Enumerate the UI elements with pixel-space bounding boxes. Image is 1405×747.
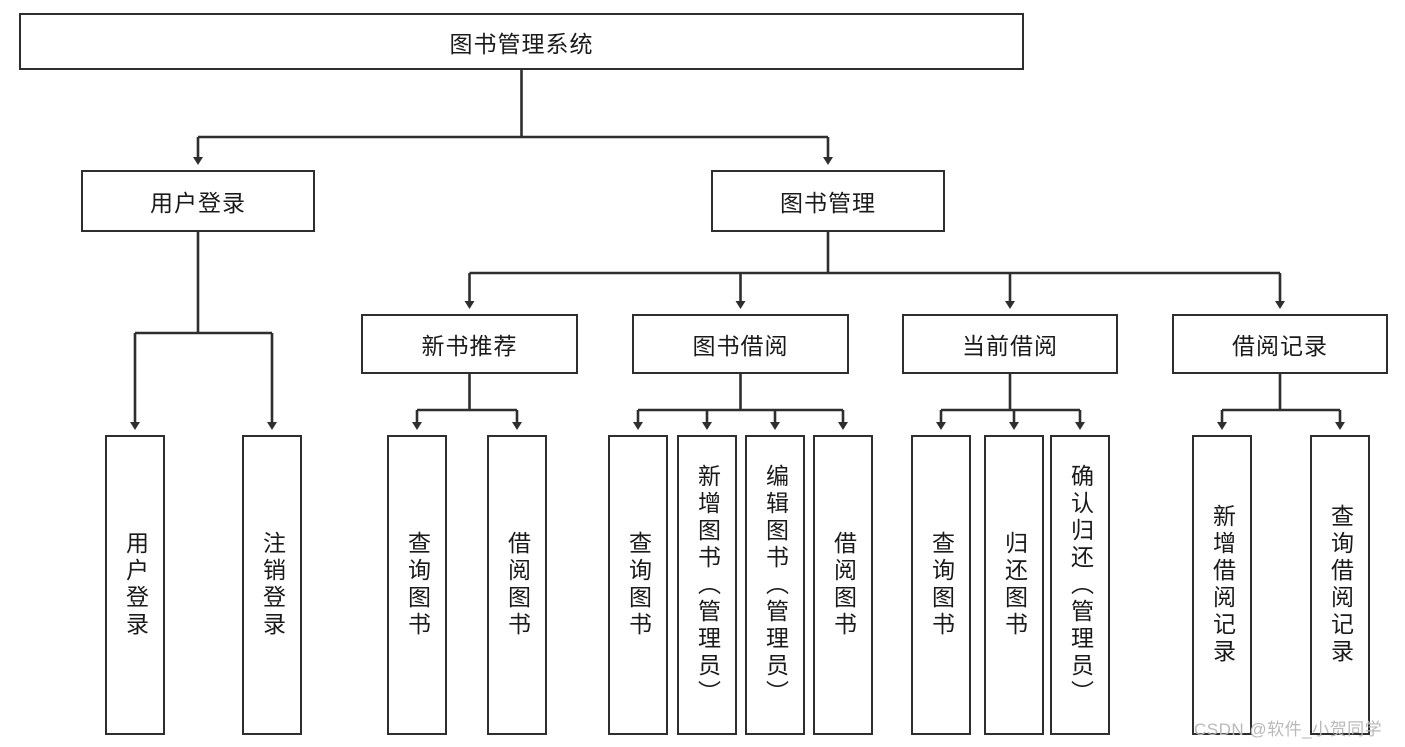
leaf-borrow-book-rec[interactable]: 借阅图书 — [487, 435, 547, 735]
leaf-borrow-book[interactable]: 借阅图书 — [813, 435, 873, 735]
node-borrow-record-label: 借阅记录 — [1232, 333, 1328, 359]
leaf-query-book-rec[interactable]: 查询图书 — [387, 435, 447, 735]
leaf-return-book-label: 归还图书 — [1001, 531, 1028, 639]
node-book-borrow-label: 图书借阅 — [692, 333, 789, 359]
leaf-confirm-return-label: 确认归还（管理员） — [1067, 463, 1094, 707]
leaf-query-record[interactable]: 查询借阅记录 — [1310, 435, 1370, 735]
leaf-query-book-borrow-label: 查询图书 — [625, 531, 652, 639]
leaf-logout-label: 注销登录 — [259, 531, 286, 639]
node-current-borrow-label: 当前借阅 — [962, 333, 1058, 359]
node-root-label: 图书管理系统 — [449, 30, 594, 57]
leaf-user-login-label: 用户登录 — [122, 531, 149, 639]
leaf-user-login[interactable]: 用户登录 — [105, 435, 165, 735]
leaf-borrow-book-rec-label: 借阅图书 — [504, 531, 531, 639]
node-user-login-label: 用户登录 — [150, 190, 246, 216]
node-borrow-record[interactable]: 借阅记录 — [1172, 314, 1388, 374]
node-current-borrow[interactable]: 当前借阅 — [902, 314, 1118, 374]
node-book-manage-label: 图书管理 — [780, 190, 876, 216]
leaf-add-record-label: 新增借阅记录 — [1209, 504, 1236, 666]
node-root[interactable]: 图书管理系统 — [19, 13, 1024, 70]
leaf-add-book-label: 新增图书（管理员） — [694, 463, 721, 707]
node-book-manage[interactable]: 图书管理 — [711, 170, 945, 232]
leaf-borrow-book-label: 借阅图书 — [830, 531, 857, 639]
node-new-book-rec[interactable]: 新书推荐 — [361, 314, 578, 374]
csdn-watermark: CSDN @软件_小贺同学 — [1194, 720, 1383, 739]
leaf-confirm-return[interactable]: 确认归还（管理员） — [1050, 435, 1110, 735]
leaf-logout[interactable]: 注销登录 — [242, 435, 302, 735]
leaf-query-book-rec-label: 查询图书 — [404, 531, 431, 639]
leaf-edit-book[interactable]: 编辑图书（管理员） — [745, 435, 805, 735]
node-book-borrow[interactable]: 图书借阅 — [632, 314, 849, 374]
node-new-book-rec-label: 新书推荐 — [421, 333, 518, 359]
leaf-add-record[interactable]: 新增借阅记录 — [1192, 435, 1252, 735]
leaf-query-book-current[interactable]: 查询图书 — [911, 435, 971, 735]
leaf-query-record-label: 查询借阅记录 — [1327, 504, 1354, 666]
leaf-return-book[interactable]: 归还图书 — [984, 435, 1044, 735]
leaf-query-book-borrow[interactable]: 查询图书 — [608, 435, 668, 735]
node-user-login[interactable]: 用户登录 — [81, 170, 315, 232]
leaf-edit-book-label: 编辑图书（管理员） — [762, 463, 789, 707]
leaf-query-book-current-label: 查询图书 — [928, 531, 955, 639]
leaf-add-book[interactable]: 新增图书（管理员） — [677, 435, 737, 735]
